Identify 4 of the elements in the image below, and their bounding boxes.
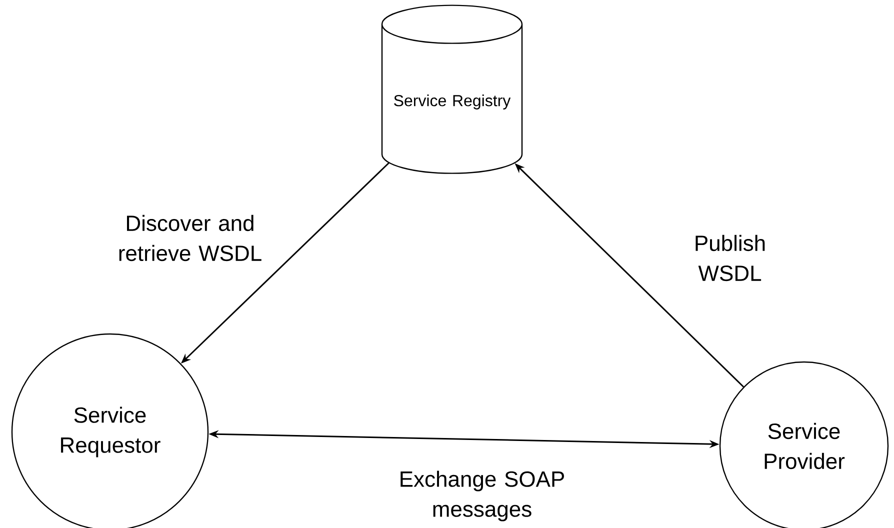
edge-label: Publish WSDL xyxy=(696,234,765,282)
edge-label: Discover and retrieve WSDL xyxy=(119,214,262,262)
edge-label: Exchange SOAP messages xyxy=(400,470,564,522)
registry-cylinder: Service Registry xyxy=(381,4,523,174)
